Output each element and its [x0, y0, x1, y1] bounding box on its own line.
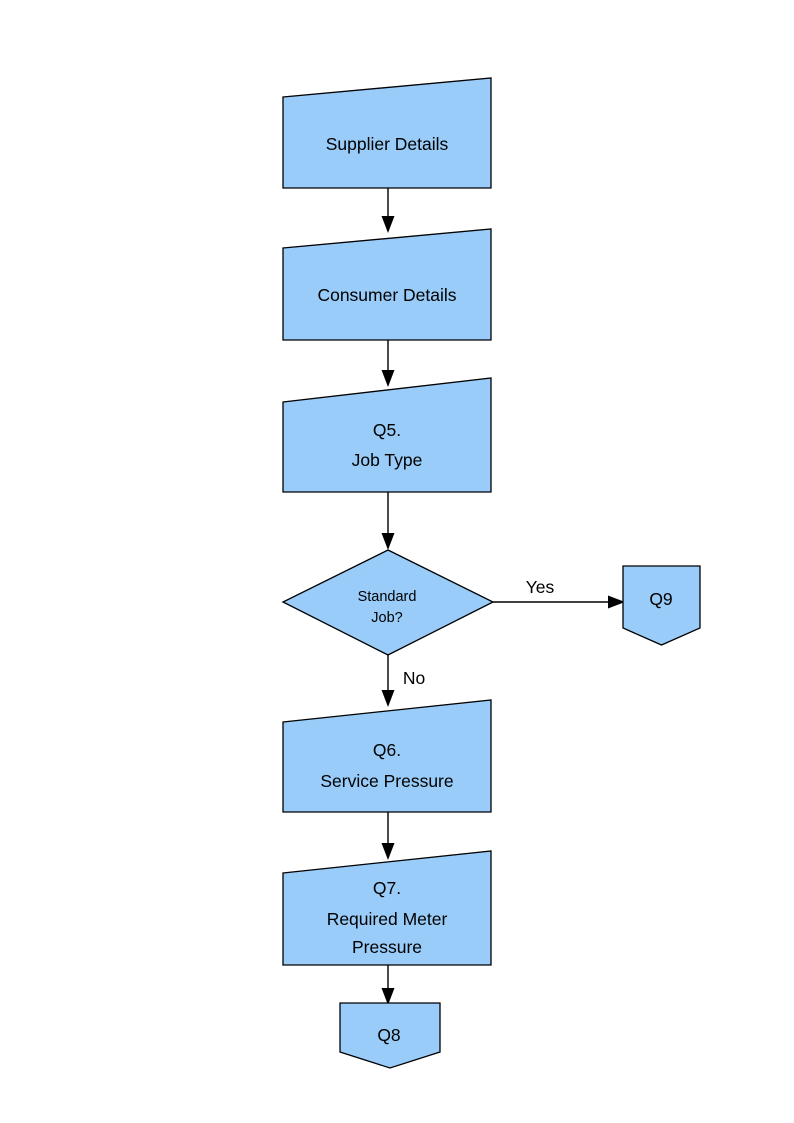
node-standard-job-decision[interactable]: Standard Job?: [281, 549, 495, 656]
q9-connector-shape[interactable]: [622, 565, 701, 646]
q7-required-meter-pressure-label-line-2: Required Meter: [327, 909, 448, 929]
edge-q5-to-decision: [381, 492, 395, 550]
edge-decision-to-q6: [381, 655, 395, 707]
q9-connector-label: Q9: [649, 589, 672, 609]
node-q6-service-pressure[interactable]: Q6. Service Pressure: [282, 699, 492, 813]
node-supplier-details[interactable]: Supplier Details: [282, 77, 492, 189]
q6-service-pressure-label-line-2: Service Pressure: [320, 771, 453, 791]
consumer-details-label-line-1: Consumer Details: [317, 285, 456, 305]
edge-q7-to-q8: [381, 965, 395, 1005]
supplier-details-shape[interactable]: [282, 77, 492, 189]
node-q8-connector[interactable]: Q8: [339, 1002, 441, 1069]
q7-required-meter-pressure-label-line-1: Q7.: [373, 878, 401, 898]
q8-connector-label: Q8: [377, 1025, 400, 1045]
node-q9-connector[interactable]: Q9: [622, 565, 701, 646]
node-consumer-details[interactable]: Consumer Details: [282, 228, 492, 341]
edge-decision-to-q9: [493, 595, 625, 609]
standard-job-decision-label-line-2: Job?: [371, 610, 402, 626]
q6-service-pressure-shape[interactable]: [282, 699, 492, 813]
q6-service-pressure-label-line-1: Q6.: [373, 740, 401, 760]
edge-label-yes: Yes: [526, 577, 555, 597]
edge-consumer-to-q5: [381, 340, 395, 387]
node-q7-required-meter-pressure[interactable]: Q7. Required Meter Pressure: [282, 850, 492, 966]
standard-job-decision-shape[interactable]: [281, 549, 495, 656]
consumer-details-shape[interactable]: [282, 228, 492, 341]
q5-job-type-label-line-1: Q5.: [373, 420, 401, 440]
edge-label-no: No: [403, 668, 425, 688]
q5-job-type-shape[interactable]: [282, 377, 492, 493]
node-q5-job-type[interactable]: Q5. Job Type: [282, 377, 492, 493]
q7-required-meter-pressure-shape[interactable]: [282, 850, 492, 966]
standard-job-decision-label-line-1: Standard: [358, 589, 417, 605]
q5-job-type-label-line-2: Job Type: [352, 450, 423, 470]
edge-supplier-to-consumer: [381, 188, 395, 233]
supplier-details-label-line-1: Supplier Details: [326, 134, 449, 154]
q8-connector-shape[interactable]: [339, 1002, 441, 1069]
edge-q6-to-q7: [381, 812, 395, 860]
q7-required-meter-pressure-label-line-3: Pressure: [352, 937, 422, 957]
